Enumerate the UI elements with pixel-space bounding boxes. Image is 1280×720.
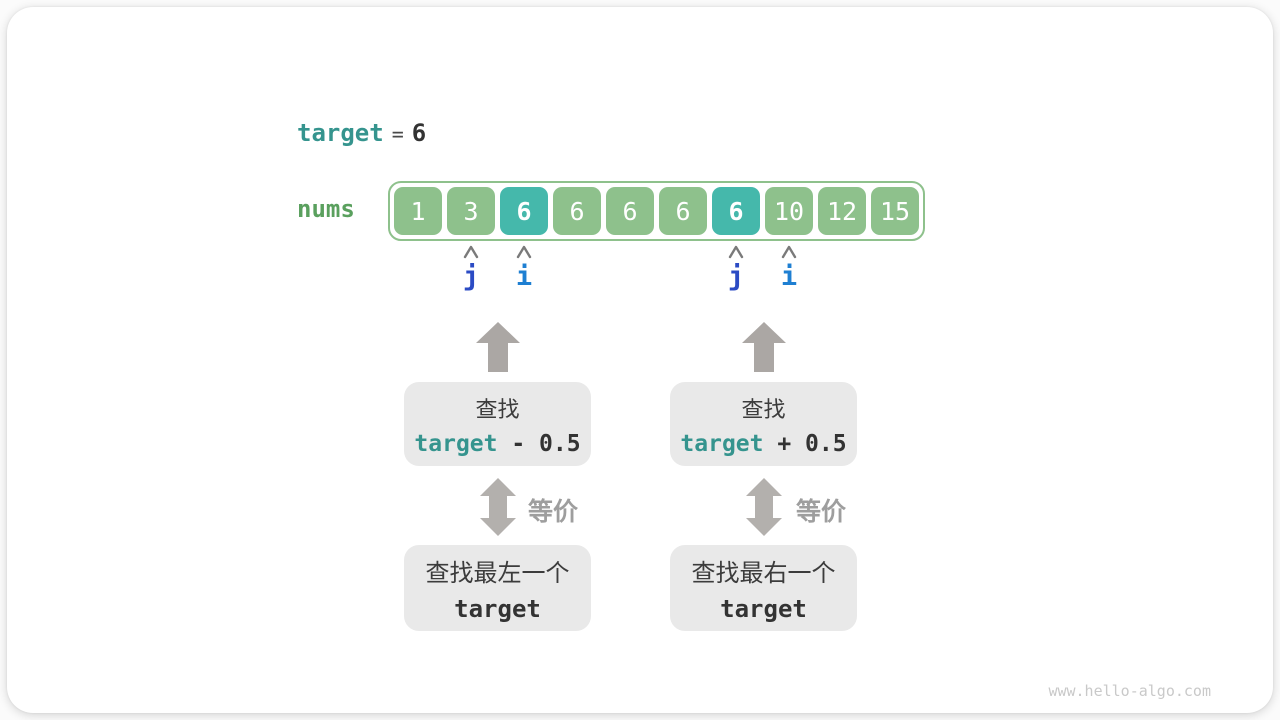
search-expression: target - 0.5 <box>414 431 580 457</box>
pointer-label: i <box>515 261 533 292</box>
equals-sign: = <box>391 122 404 146</box>
array-cell: 15 <box>871 187 919 235</box>
array-cell: 12 <box>818 187 866 235</box>
watermark: www.hello-algo.com <box>1048 682 1211 700</box>
nums-label: nums <box>297 195 355 223</box>
array-cell: 3 <box>447 187 495 235</box>
leftmost-result-box: 查找最左一个 target <box>404 545 591 631</box>
arrow-up-icon <box>476 322 520 377</box>
search-expression: target + 0.5 <box>680 431 846 457</box>
target-keyword: target <box>297 119 384 147</box>
result-label: 查找最左一个 <box>425 560 570 587</box>
pointer-label: j <box>727 261 745 292</box>
array-cell: 6 <box>553 187 601 235</box>
caret-up-icon <box>781 245 797 259</box>
search-label: 查找 <box>741 396 786 422</box>
equivalence-label: 等价 <box>796 498 847 526</box>
double-arrow-vertical-icon <box>744 478 784 541</box>
array-cell: 6 <box>500 187 548 235</box>
array-cell: 1 <box>394 187 442 235</box>
expr-target: target <box>414 430 498 457</box>
pointer-j-right: j <box>716 245 756 292</box>
equivalence-label: 等价 <box>528 498 579 526</box>
expr-op: + 0.5 <box>763 430 847 457</box>
search-label: 查找 <box>475 396 520 422</box>
pointer-i-right: i <box>769 245 809 292</box>
result-target: target <box>720 595 807 623</box>
caret-up-icon <box>516 245 532 259</box>
target-assignment: target = 6 <box>297 119 426 148</box>
array-cell: 10 <box>765 187 813 235</box>
rightmost-result-box: 查找最右一个 target <box>670 545 857 631</box>
pointer-label: i <box>780 261 798 292</box>
array-cell: 6 <box>606 187 654 235</box>
arrow-up-icon <box>742 322 786 377</box>
expr-op: - 0.5 <box>497 430 581 457</box>
result-target: target <box>454 595 541 623</box>
target-value: 6 <box>411 119 427 147</box>
pointer-j-left: j <box>451 245 491 292</box>
pointer-i-left: i <box>504 245 544 292</box>
caret-up-icon <box>463 245 479 259</box>
search-minus-box: 查找 target - 0.5 <box>404 382 591 466</box>
double-arrow-vertical-icon <box>478 478 518 541</box>
array-cell: 6 <box>712 187 760 235</box>
expr-target: target <box>680 430 764 457</box>
search-plus-box: 查找 target + 0.5 <box>670 382 857 466</box>
array-cell: 6 <box>659 187 707 235</box>
caret-up-icon <box>728 245 744 259</box>
pointer-label: j <box>462 261 480 292</box>
result-label: 查找最右一个 <box>691 560 836 587</box>
